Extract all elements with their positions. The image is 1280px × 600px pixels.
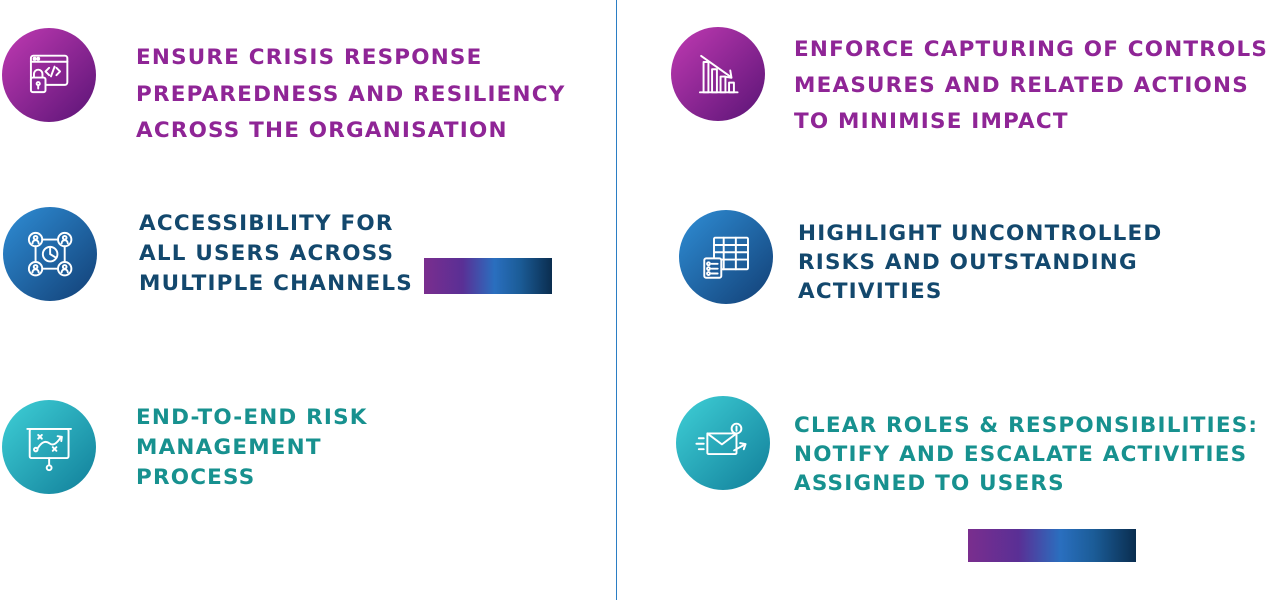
feature-text: End-to-end risk management process (136, 405, 368, 490)
code-lock-icon (2, 28, 96, 122)
feature-text: Clear roles & responsibilities: notify a… (794, 413, 1259, 496)
feature-text: Enforce capturing of controls measures a… (794, 37, 1269, 134)
email-notification-icon (676, 396, 770, 490)
user-network-icon (3, 207, 97, 301)
declining-chart-icon (671, 27, 765, 121)
center-divider (616, 0, 617, 600)
strategy-board-icon (2, 400, 96, 494)
accent-gradient-bar (424, 258, 552, 294)
feature-text: Accessibility for all users across multi… (139, 211, 413, 296)
spreadsheet-list-icon (679, 210, 773, 304)
feature-text: Highlight uncontrolled risks and outstan… (798, 221, 1163, 304)
accent-gradient-bar (968, 529, 1136, 562)
feature-text: Ensure crisis response preparedness and … (136, 45, 566, 143)
